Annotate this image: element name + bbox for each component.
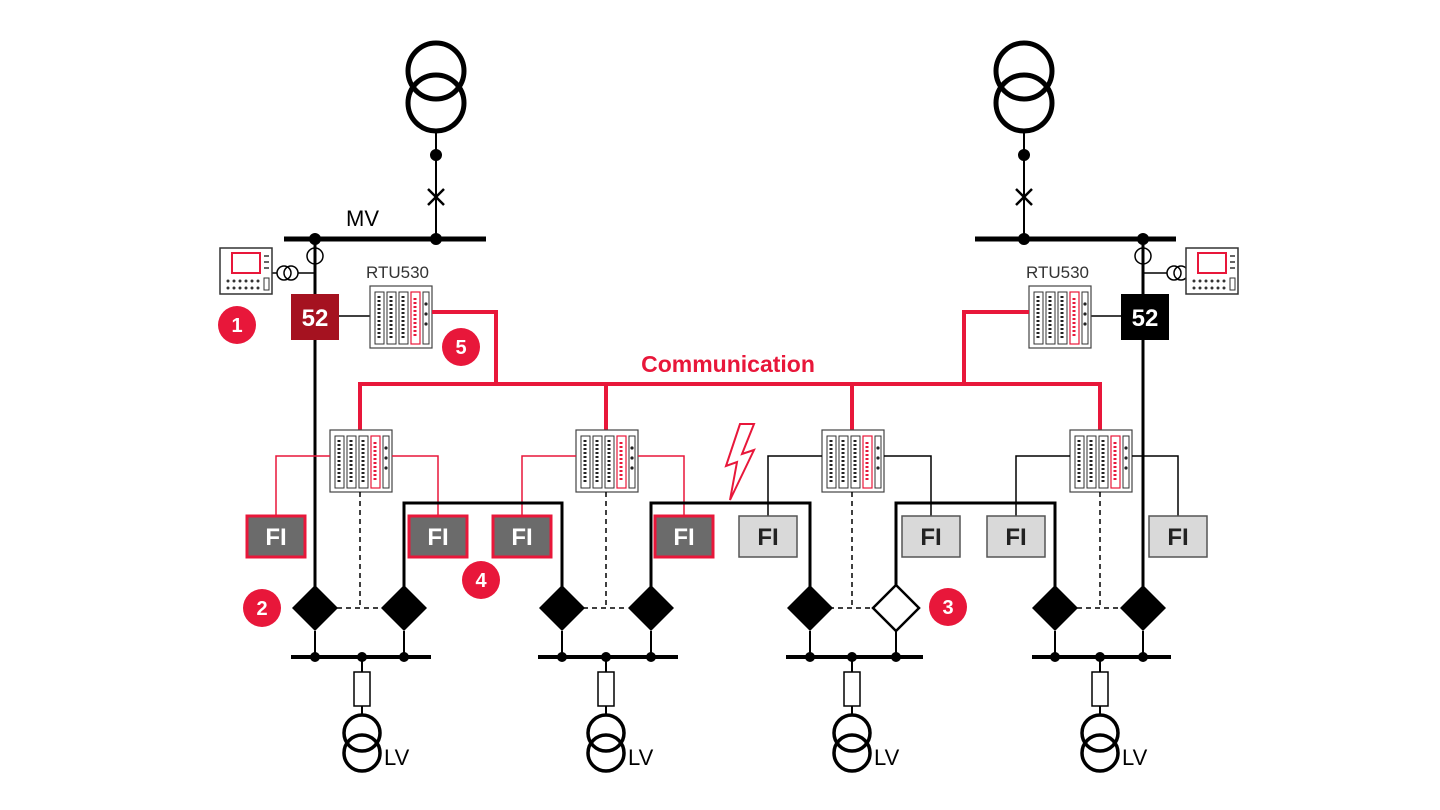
circuit-breaker-left: 52 — [291, 294, 339, 340]
svg-text:2: 2 — [256, 598, 267, 620]
fault-indicator-4: FI — [653, 514, 715, 559]
mv-feeder-left — [427, 131, 445, 239]
rtu-substation-4-icon — [1068, 428, 1134, 494]
svg-text:4: 4 — [475, 570, 487, 592]
power-transformer-left-icon — [405, 40, 467, 134]
badge-4: 4 — [462, 561, 500, 599]
svg-text:FI: FI — [920, 524, 941, 551]
svg-text:FI: FI — [1005, 524, 1026, 551]
fuse-icon — [597, 671, 615, 707]
lv-branch-1: LV — [342, 657, 410, 773]
svg-text:LV: LV — [384, 745, 410, 770]
rtu530-right-icon — [1027, 284, 1093, 350]
rtu-label-right: RTU530 — [1026, 263, 1089, 282]
protection-relay-right-icon — [1185, 247, 1239, 295]
switch-closed-1 — [292, 585, 338, 631]
svg-text:FI: FI — [757, 524, 778, 551]
switch-closed-7 — [1032, 585, 1078, 631]
badge-3: 3 — [929, 588, 967, 626]
communication-network — [358, 310, 1102, 430]
rtu-label-left: RTU530 — [366, 263, 429, 282]
lv-transformer-icon — [586, 713, 626, 773]
switch-busbar-links — [314, 631, 1144, 657]
switch-closed-3 — [539, 585, 585, 631]
fault-indicator-3: FI — [491, 514, 553, 559]
switch-closed-2 — [381, 585, 427, 631]
fault-indicator-1: FI — [245, 514, 307, 559]
lv-branch-3: LV — [832, 657, 900, 773]
switch-closed-8 — [1120, 585, 1166, 631]
fault-indicator-5: FI — [738, 515, 798, 558]
fault-indicator-8: FI — [1148, 515, 1208, 558]
svg-text:FI: FI — [511, 524, 532, 551]
svg-text:LV: LV — [1122, 745, 1148, 770]
fuse-icon — [1091, 671, 1109, 707]
svg-text:52: 52 — [302, 305, 329, 332]
switch-open-6 — [871, 583, 921, 633]
switches — [292, 583, 1166, 633]
rtu530-left-icon — [368, 284, 434, 350]
fault-lightning-icon — [724, 423, 756, 501]
mv-label: MV — [346, 206, 379, 231]
fault-indicator-7: FI — [986, 515, 1046, 558]
rtu-fi-links — [275, 455, 1179, 516]
fuse-icon — [353, 671, 371, 707]
mv-busbar-right — [975, 233, 1176, 245]
circuit-breaker-right: 52 — [1121, 294, 1169, 340]
mv-feeder-right — [1015, 131, 1033, 239]
lv-branch-4: LV — [1080, 657, 1148, 773]
svg-text:FI: FI — [427, 524, 448, 551]
protection-relay-left-icon — [219, 247, 273, 295]
lv-branch-2: LV — [586, 657, 654, 773]
fault-indicator-6: FI — [901, 515, 961, 558]
rtu-substation-1-icon — [328, 428, 394, 494]
svg-text:1: 1 — [231, 315, 242, 337]
fuse-icon — [843, 671, 861, 707]
fault-indicator-2: FI — [407, 514, 469, 559]
lv-transformer-icon — [342, 713, 382, 773]
control-dashed-lines — [337, 492, 1121, 609]
lv-transformer-icon — [832, 713, 872, 773]
svg-text:5: 5 — [455, 337, 466, 359]
svg-text:LV: LV — [874, 745, 900, 770]
lv-transformer-icon — [1080, 713, 1120, 773]
svg-text:52: 52 — [1132, 305, 1159, 332]
switch-closed-4 — [628, 585, 674, 631]
svg-text:3: 3 — [942, 597, 953, 619]
badge-1: 1 — [218, 306, 256, 344]
svg-text:FI: FI — [1167, 524, 1188, 551]
power-transformer-right-icon — [993, 40, 1055, 134]
svg-text:FI: FI — [673, 524, 694, 551]
badge-2: 2 — [243, 589, 281, 627]
svg-text:FI: FI — [265, 524, 286, 551]
badge-5: 5 — [442, 328, 480, 366]
rtu-substation-2-icon — [574, 428, 640, 494]
svg-text:LV: LV — [628, 745, 654, 770]
rtu-substation-3-icon — [820, 428, 886, 494]
mv-ring-cables — [402, 501, 1057, 588]
switch-closed-5 — [787, 585, 833, 631]
communication-label: Communication — [641, 351, 815, 377]
substation-busbars — [291, 652, 1171, 662]
